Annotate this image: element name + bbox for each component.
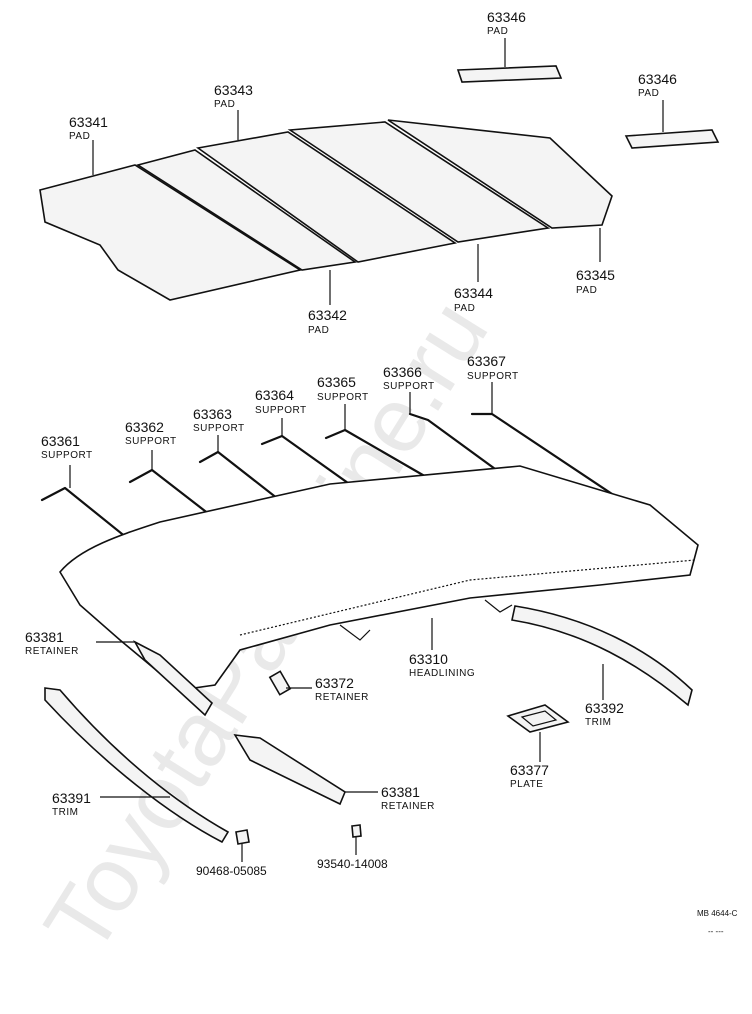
label-support-63363: 63363 SUPPORT [193,406,245,434]
trim-rear [511,605,693,707]
svg-text:63346: 63346 [638,71,677,87]
svg-text:63377: 63377 [510,762,549,778]
svg-text:PAD: PAD [308,325,329,336]
svg-text:63381: 63381 [25,629,64,645]
svg-text:SUPPORT: SUPPORT [125,436,177,447]
svg-text:63362: 63362 [125,419,164,435]
svg-text:PAD: PAD [487,26,508,37]
svg-text:63310: 63310 [409,651,448,667]
label-headlining-63310: 63310 HEADLINING [409,651,475,679]
label-pad-63342: 63342 PAD [308,307,347,336]
svg-text:TRIM: TRIM [52,807,78,818]
pad-small-lower [624,129,720,149]
fastener-code-93540: 93540-14008 [317,857,388,871]
label-support-63364: 63364 SUPPORT [255,387,307,416]
label-plate-63377: 63377 PLATE [510,762,549,790]
label-retainer-63381-lower: 63381 RETAINER [381,784,435,812]
svg-text:SUPPORT: SUPPORT [255,405,307,416]
retainer-lower [233,734,346,806]
label-support-63366: 63366 SUPPORT [383,364,435,392]
label-trim-63391: 63391 TRIM [52,790,91,818]
retainer-upper [133,640,214,717]
svg-text:63391: 63391 [52,790,91,806]
label-pad-63341: 63341 PAD [69,114,108,142]
figure-code: MB 4644-C [697,909,738,918]
svg-text:63345: 63345 [576,267,615,283]
svg-text:RETAINER: RETAINER [25,646,79,657]
fastener-screw [351,824,362,838]
svg-text:SUPPORT: SUPPORT [317,392,369,403]
svg-text:RETAINER: RETAINER [315,692,369,703]
label-support-63362: 63362 SUPPORT [125,419,177,447]
label-pad-63346-a: 63346 PAD [487,9,526,37]
label-support-63367: 63367 SUPPORT [467,353,519,382]
svg-text:63363: 63363 [193,406,232,422]
svg-text:63346: 63346 [487,9,526,25]
roof-pad-assembly [39,119,613,301]
svg-text:63381: 63381 [381,784,420,800]
svg-text:63372: 63372 [315,675,354,691]
svg-text:63361: 63361 [41,433,80,449]
corner-mark: -- --- [708,927,724,936]
plate [506,704,570,733]
svg-text:RETAINER: RETAINER [381,801,435,812]
svg-text:PAD: PAD [638,88,659,99]
trim-front [44,687,230,844]
label-support-63361: 63361 SUPPORT [41,433,93,461]
svg-text:63341: 63341 [69,114,108,130]
label-retainer-63372: 63372 RETAINER [315,675,369,703]
svg-text:63364: 63364 [255,387,294,403]
label-retainer-63381-upper: 63381 RETAINER [25,629,79,657]
svg-text:63366: 63366 [383,364,422,380]
pad-small-upper [456,65,563,83]
label-pad-63345: 63345 PAD [576,267,615,296]
svg-text:SUPPORT: SUPPORT [193,423,245,434]
svg-text:TRIM: TRIM [585,717,611,728]
headlining [59,465,699,691]
svg-text:63365: 63365 [317,374,356,390]
label-trim-63392: 63392 TRIM [585,700,624,728]
label-support-63365: 63365 SUPPORT [317,374,369,403]
svg-text:SUPPORT: SUPPORT [383,381,435,392]
retainer-clip [268,670,292,696]
svg-text:PAD: PAD [69,131,90,142]
svg-text:SUPPORT: SUPPORT [41,450,93,461]
svg-text:PAD: PAD [454,303,475,314]
label-pad-63343: 63343 PAD [214,82,253,110]
label-pad-63344: 63344 PAD [454,285,493,314]
svg-text:63392: 63392 [585,700,624,716]
svg-text:63342: 63342 [308,307,347,323]
svg-text:63367: 63367 [467,353,506,369]
svg-text:SUPPORT: SUPPORT [467,371,519,382]
svg-text:63344: 63344 [454,285,493,301]
svg-text:PAD: PAD [214,99,235,110]
svg-text:HEADLINING: HEADLINING [409,668,475,679]
svg-text:63343: 63343 [214,82,253,98]
fastener-code-90468: 90468-05085 [196,864,267,878]
fastener-clip [235,829,250,845]
label-pad-63346-b: 63346 PAD [638,71,677,99]
leader-lines [69,38,664,862]
svg-text:PLATE: PLATE [510,779,543,790]
svg-text:PAD: PAD [576,285,597,296]
